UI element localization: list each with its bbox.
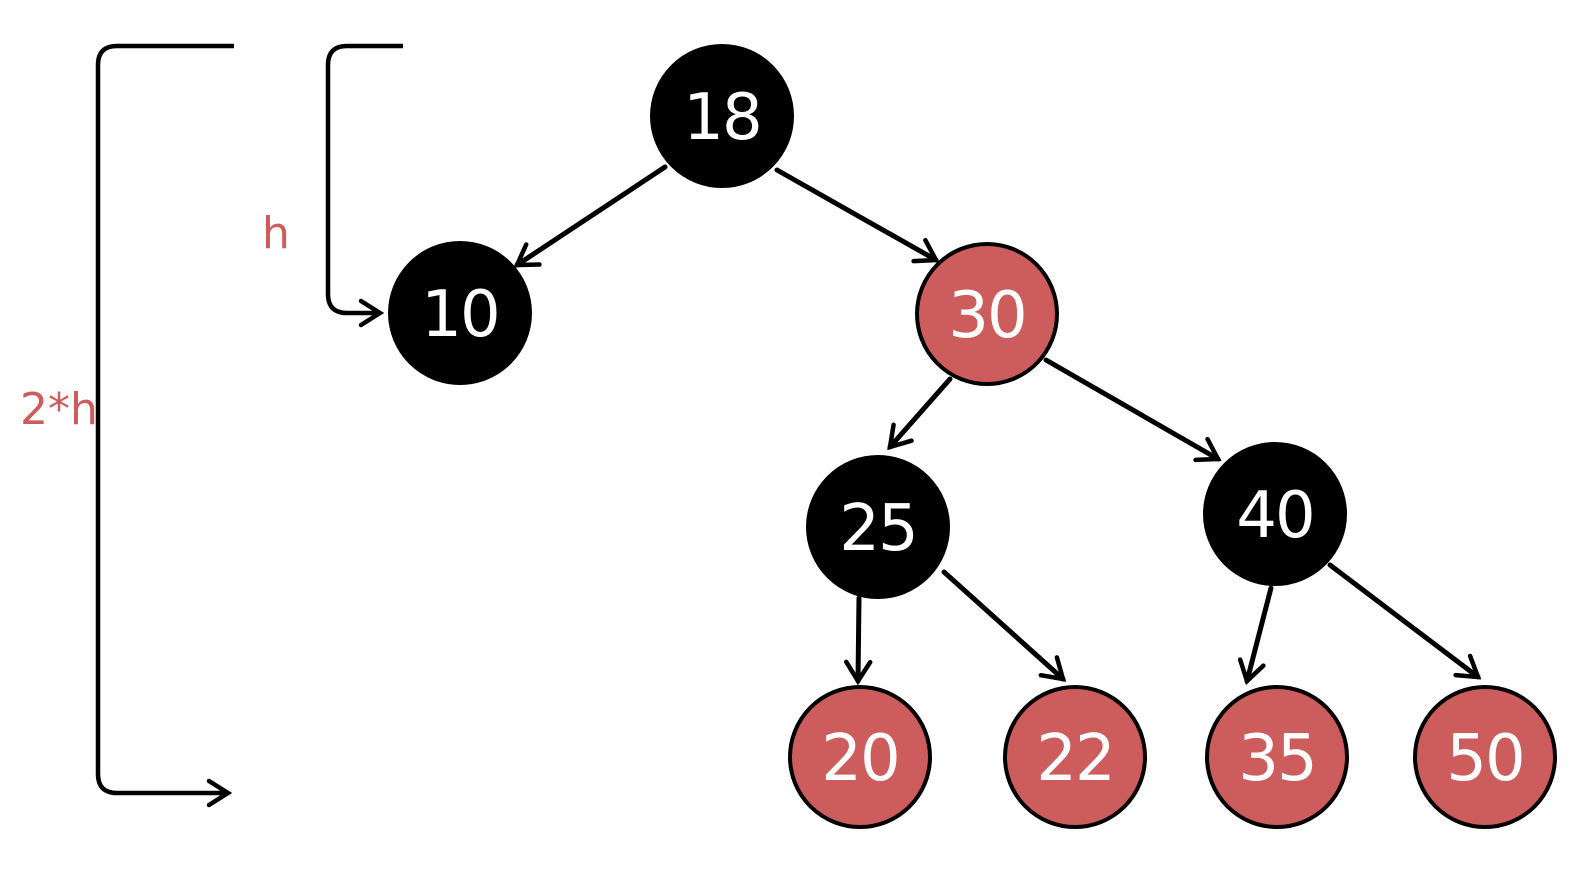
edge-25-20 — [843, 595, 873, 686]
node-25: 25 — [806, 455, 950, 599]
node-35-circle — [1205, 685, 1349, 829]
height-2h-bracket-arrow — [95, 43, 234, 808]
node-22: 22 — [1003, 685, 1147, 829]
node-18: 18 — [650, 44, 794, 188]
node-10-value: 10 — [421, 278, 498, 352]
node-10: 10 — [388, 241, 532, 385]
edge-40-35 — [1237, 585, 1274, 686]
node-40: 40 — [1203, 442, 1347, 586]
node-20: 20 — [788, 685, 932, 829]
edge-25-22 — [941, 569, 1067, 682]
node-40-value: 40 — [1236, 479, 1313, 553]
edge-18-10 — [513, 164, 668, 268]
edge-18-30 — [774, 167, 940, 264]
node-35-value: 35 — [1238, 722, 1315, 796]
node-20-circle — [788, 685, 932, 829]
node-40-circle — [1203, 442, 1347, 586]
h-label: h — [262, 208, 290, 259]
tree-edges — [513, 164, 1482, 686]
two-h-label: 2*h — [20, 384, 98, 435]
node-22-value: 22 — [1036, 722, 1113, 796]
node-30-circle — [915, 242, 1059, 386]
node-25-value: 25 — [839, 492, 916, 566]
node-50-circle — [1413, 685, 1557, 829]
node-18-circle — [650, 44, 794, 188]
node-10-circle — [388, 241, 532, 385]
node-30-value: 30 — [948, 279, 1025, 353]
node-30: 30 — [915, 242, 1059, 386]
node-25-circle — [806, 455, 950, 599]
node-50: 50 — [1413, 685, 1557, 829]
tree-nodes: 18 10 30 25 40 20 — [388, 44, 1557, 829]
edge-30-40 — [1043, 357, 1222, 463]
height-h-bracket-arrow — [325, 43, 403, 328]
node-20-value: 20 — [821, 722, 898, 796]
edge-40-50 — [1327, 562, 1482, 680]
node-22-circle — [1003, 685, 1147, 829]
edge-30-25 — [887, 376, 953, 451]
node-18-value: 18 — [683, 81, 760, 155]
node-50-value: 50 — [1446, 722, 1523, 796]
height-annotations: h 2*h — [20, 43, 403, 808]
node-35: 35 — [1205, 685, 1349, 829]
